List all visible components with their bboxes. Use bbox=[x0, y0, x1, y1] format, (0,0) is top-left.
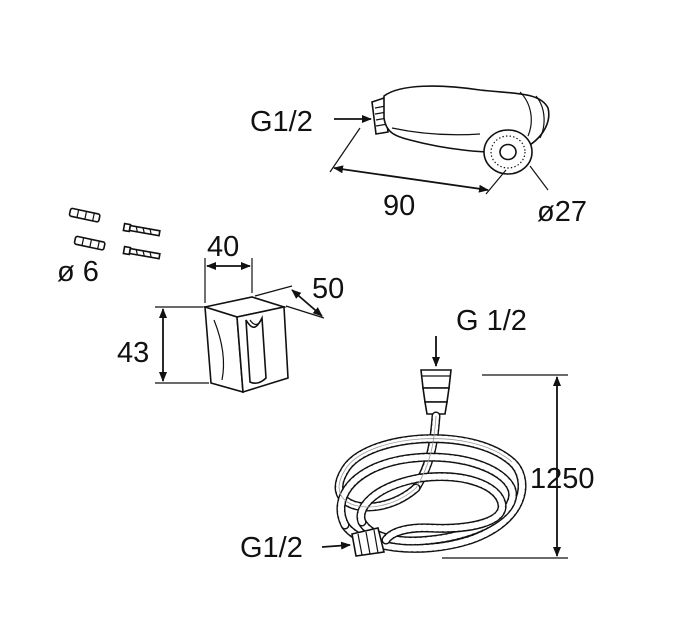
hose-bottom-thread-label: G1/2 bbox=[240, 532, 303, 564]
shower-hose: G 1/2 1250 G1/2 bbox=[240, 305, 595, 564]
hand-shower: G1/2 90 ø27 bbox=[250, 85, 587, 228]
screw-bottom bbox=[122, 245, 161, 260]
holder-height-label: 43 bbox=[117, 337, 149, 369]
holder-width-label: 40 bbox=[207, 231, 239, 263]
dowel-top bbox=[68, 207, 101, 223]
screw-top bbox=[122, 222, 161, 237]
hose-top-nut bbox=[420, 369, 452, 389]
spray-nozzle bbox=[499, 143, 517, 161]
dowel-diameter-label: ø 6 bbox=[57, 256, 99, 288]
hose-length-label: 1250 bbox=[530, 463, 595, 495]
handset-diameter-label: ø27 bbox=[537, 196, 587, 228]
hose-top-thread-label: G 1/2 bbox=[456, 305, 527, 337]
handset-thread-label: G1/2 bbox=[250, 106, 313, 138]
fixing-set: ø 6 bbox=[57, 207, 161, 288]
handset-length-label: 90 bbox=[383, 190, 415, 222]
dowel-bottom bbox=[73, 235, 106, 251]
wall-holder: 40 50 43 bbox=[117, 231, 344, 394]
hose-coil bbox=[334, 411, 527, 553]
holder-depth-label: 50 bbox=[312, 273, 344, 305]
holder-cradle bbox=[245, 315, 267, 384]
